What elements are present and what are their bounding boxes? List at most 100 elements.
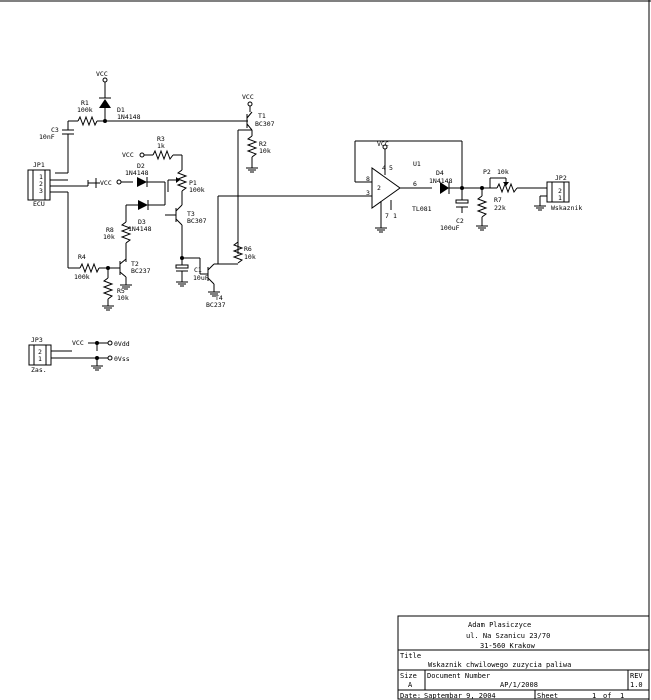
u1-pin6: 6 (413, 180, 417, 188)
d1-value: 1N4148 (117, 113, 141, 121)
potentiometer-p2 (489, 177, 540, 194)
jp3-pin1: 1 (38, 355, 42, 363)
vcc-symbol-r3 (139, 152, 153, 158)
connector-jp1 (27, 169, 100, 268)
r8-ref: R8 (106, 226, 114, 234)
t4-ref: T4 (215, 294, 223, 302)
resistor-r5 (102, 268, 114, 311)
resistor-r8 (120, 216, 132, 262)
doc-number: AP/1/2008 (500, 681, 538, 689)
vdd-label: 0Vdd (114, 340, 130, 348)
resistor-r6 (217, 195, 372, 264)
vcc-label: VCC (100, 179, 112, 187)
transistor-t2 (119, 258, 132, 290)
r1-ref: R1 (81, 99, 89, 107)
t4-value: BC237 (206, 301, 226, 309)
jp1-ref: JP1 (33, 161, 45, 169)
rev-value: 1.0 (630, 681, 643, 689)
t2-value: BC237 (131, 267, 151, 275)
jp3-ref: JP3 (31, 336, 43, 344)
vcc-symbol-d2 (116, 179, 133, 185)
vcc-symbol-d1 (102, 77, 108, 98)
d3-value: 1N4148 (128, 225, 152, 233)
u1-pin2: 2 (377, 184, 381, 192)
c3-value: 10nF (39, 133, 55, 141)
vcc-symbol-t1 (247, 101, 253, 112)
drawing-title: Wskaznik chwilowego zuzycia paliwa (428, 661, 571, 669)
r2-ref: R2 (259, 140, 267, 148)
d3-ref: D3 (138, 218, 146, 226)
resistor-r4 (68, 262, 120, 274)
c1-value: 10uF (193, 274, 209, 282)
u1-pin1: 1 (393, 212, 397, 220)
jp2-name: Wskaznik (551, 204, 582, 212)
potentiometer-p1 (167, 169, 188, 205)
transistor-t4 (199, 258, 238, 297)
r3-value: 1k (157, 142, 165, 150)
vcc-symbol-u1 (382, 144, 388, 150)
t1-ref: T1 (258, 112, 266, 120)
r4-value: 100k (74, 273, 90, 281)
r7-value: 22k (494, 204, 506, 212)
connector-jp2 (534, 181, 570, 211)
jp2-pin2: 2 (558, 187, 562, 195)
t3-ref: T3 (187, 210, 195, 218)
diode-d3 (125, 200, 165, 216)
vcc-label: VCC (242, 93, 254, 101)
u1-ref: U1 (413, 160, 421, 168)
c3-ref: C3 (51, 126, 59, 134)
of-label: of (603, 692, 611, 700)
jp1-pin3: 3 (39, 187, 43, 195)
opamp-u1 (354, 140, 462, 233)
size-value: A (408, 681, 413, 689)
resistor-r3 (152, 149, 183, 170)
date-value: Saptembar 9, 2004 (424, 692, 496, 700)
connector-jp3 (28, 340, 113, 371)
r2-value: 10k (259, 147, 271, 155)
u1-pin5: 5 (389, 164, 393, 172)
rev-label: REV (630, 672, 643, 680)
c1-ref: C1 (194, 266, 202, 274)
r5-value: 10k (117, 294, 129, 302)
transistor-t3 (165, 204, 183, 258)
sheet-total: 1 (620, 692, 624, 700)
t3-value: BC307 (187, 217, 207, 225)
r4-ref: R4 (78, 253, 86, 261)
jp1-pin2: 2 (39, 180, 43, 188)
doc-number-label: Document Number (427, 672, 490, 680)
p2-value: 10k (497, 168, 509, 176)
address-line1: ul. Na Szanicu 23/70 (466, 632, 550, 640)
r1-value: 100k (77, 106, 93, 114)
p1-ref: P1 (189, 179, 197, 187)
jp2-pin1: 1 (558, 194, 562, 202)
vss-label: 0Vss (114, 355, 130, 363)
vcc-label: VCC (122, 151, 134, 159)
jp1-pin1: 1 (39, 173, 43, 181)
r6-ref: R6 (244, 245, 252, 253)
vcc-label: VCC (72, 339, 84, 347)
date-label: Date: (400, 692, 421, 700)
jp3-pin2: 2 (38, 348, 42, 356)
address-line2: 31-560 Krakow (480, 642, 536, 650)
vcc-label: VCC (96, 70, 108, 78)
jp3-name: Zas. (31, 366, 47, 374)
c2-value: 100uF (440, 224, 460, 232)
resistor-r2 (237, 129, 258, 254)
sheet-number: 1 (592, 692, 596, 700)
t1-value: BC307 (255, 120, 275, 128)
author: Adam Plasiczyce (468, 621, 531, 629)
diode-d2 (137, 177, 166, 205)
sheet-label: Sheet (537, 692, 558, 700)
u1-pin4: 4 (382, 164, 386, 172)
u1-pin3: 3 (366, 189, 370, 197)
u1-value: TL081 (412, 205, 432, 213)
d1-ref: D1 (117, 106, 125, 114)
d4-value: 1N4148 (429, 177, 453, 185)
vcc-label: VCC (377, 140, 389, 148)
size-label: Size (400, 672, 417, 680)
r7-ref: R7 (494, 196, 502, 204)
d2-value: 1N4148 (125, 169, 149, 177)
transistor-t1 (246, 111, 253, 136)
jp1-name: ECU (33, 200, 45, 208)
